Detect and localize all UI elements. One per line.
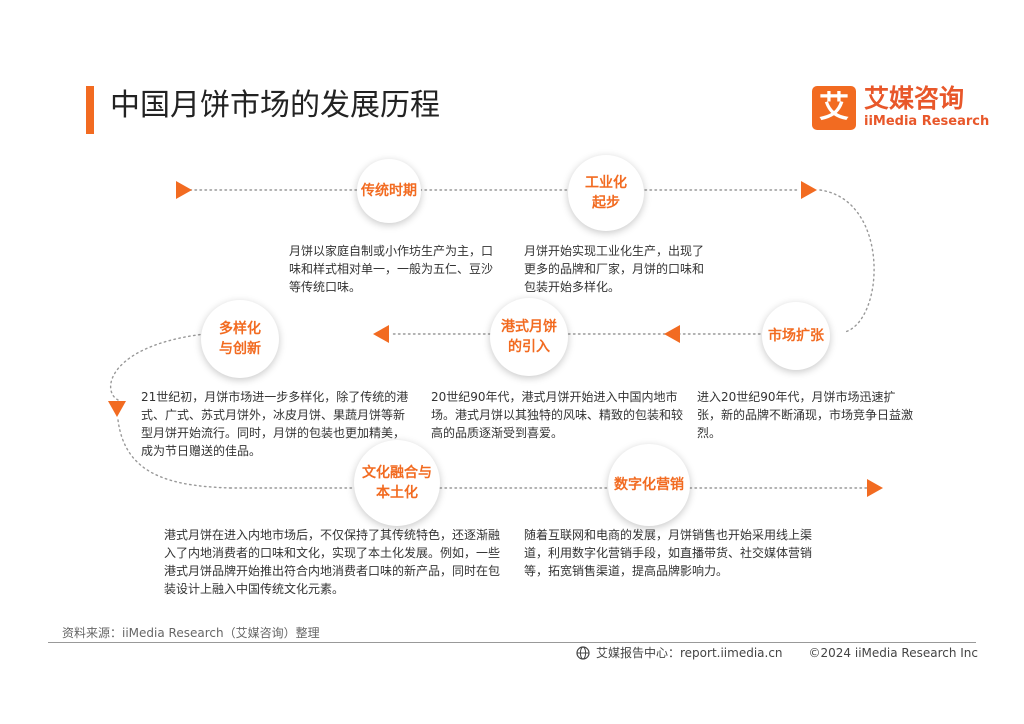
report-center-link[interactable]: 艾媒报告中心：report.iimedia.cn	[596, 646, 783, 660]
arrow-down-icon	[108, 401, 126, 417]
stage-desc-digital-marketing: 随着互联网和电商的发展，月饼销售也开始采用线上渠道，利用数字化营销手段，如直播带…	[524, 528, 813, 578]
arrow-right-icon	[801, 181, 817, 199]
arrow-right-icon	[176, 181, 192, 199]
copyright-text: ©2024 iiMedia Research Inc	[808, 645, 979, 660]
footer-info: 艾媒报告中心：report.iimedia.cn ©2024 iiMedia R…	[576, 644, 978, 661]
stage-node-hongkong-style: 港式月饼 的引入	[490, 298, 568, 376]
page-title: 中国月饼市场的发展历程	[110, 88, 440, 123]
stage-desc-industrialization: 月饼开始实现工业化生产，出现了更多的品牌和厂家，月饼的口味和包装开始多样化。	[524, 244, 705, 294]
stage-node-market-expansion: 市场扩张	[762, 302, 830, 370]
stage-desc-traditional: 月饼以家庭自制或小作坊生产为主，口味和样式相对单一，一般为五仁、豆沙等传统口味。	[289, 244, 494, 294]
arrow-left-icon	[373, 325, 389, 343]
stage-node-cultural-fusion: 文化融合与 本土化	[354, 440, 440, 526]
stage-node-industrialization: 工业化 起步	[568, 155, 644, 231]
stage-node-digital-marketing: 数字化营销	[608, 444, 690, 526]
connector-curve	[110, 333, 206, 401]
stage-desc-diversification: 21世纪初，月饼市场进一步多样化，除了传统的港式、广式、苏式月饼外，冰皮月饼、果…	[141, 390, 409, 458]
stage-desc-cultural-fusion: 港式月饼在进入内地市场后，不仅保持了其传统特色，还逐渐融入了内地消费者的口味和文…	[164, 528, 501, 596]
arrow-left-icon	[664, 325, 680, 343]
stage-desc-market-expansion: 进入20世纪90年代，月饼市场迅速扩张，新的品牌不断涌现，市场竞争日益激烈。	[697, 390, 914, 440]
connector-curve	[117, 419, 231, 489]
logo-name-en: iiMedia Research	[864, 114, 990, 129]
arrow-right-icon	[867, 479, 883, 497]
logo-name-cn: 艾媒咨询	[864, 84, 965, 113]
stage-desc-hongkong-style: 20世纪90年代，港式月饼开始进入中国内地市场。港式月饼以其独特的风味、精致的包…	[431, 390, 684, 440]
source-note: 资料来源：iiMedia Research（艾媒咨询）整理	[62, 626, 320, 640]
connector-curve	[819, 189, 875, 333]
logo-icon: 艾	[812, 86, 856, 130]
stage-node-diversification: 多样化 与创新	[201, 300, 279, 378]
stage-node-traditional: 传统时期	[357, 159, 421, 223]
globe-icon	[576, 645, 590, 660]
footer-divider	[48, 642, 976, 643]
title-accent-bar	[86, 86, 94, 134]
